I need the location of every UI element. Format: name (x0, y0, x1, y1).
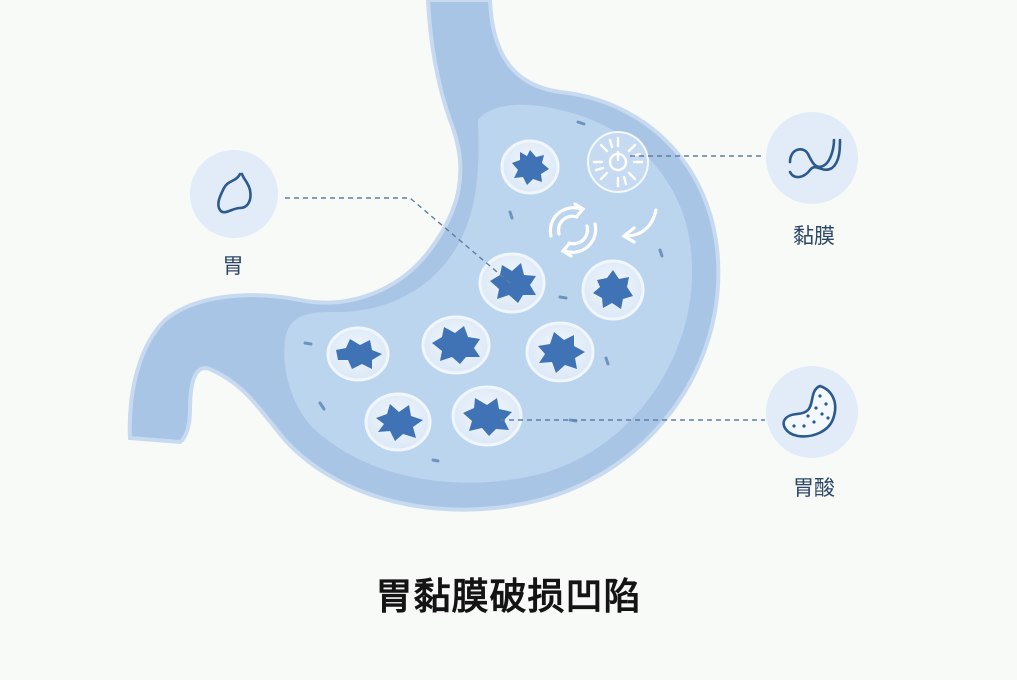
diagram-title: 胃黏膜破损凹陷 (375, 575, 642, 618)
lesion-2 (478, 252, 546, 314)
mucosa-icon (766, 112, 858, 204)
callout-lines (285, 155, 765, 421)
lesion-7 (364, 392, 432, 452)
pain-burst-icon (587, 131, 649, 193)
stomach-icon (190, 150, 278, 238)
label-mucosa: 黏膜 (793, 224, 835, 248)
label-stomach: 胃 (222, 254, 244, 278)
lesion-8 (451, 385, 523, 447)
stomach-illustration (127, 0, 721, 512)
lesion-3 (581, 259, 645, 321)
curved-arrow-icon (621, 208, 658, 244)
mucosa-texture (303, 120, 664, 463)
lesion-4 (326, 326, 390, 382)
lesion-group (326, 139, 645, 452)
lesion-5 (421, 315, 491, 375)
lesion-6 (525, 321, 595, 383)
lesion-1 (500, 139, 560, 195)
gastric-acid-icon (766, 366, 858, 458)
label-gastric-acid: 胃酸 (793, 476, 835, 500)
cycle-arrows-icon (548, 202, 598, 258)
